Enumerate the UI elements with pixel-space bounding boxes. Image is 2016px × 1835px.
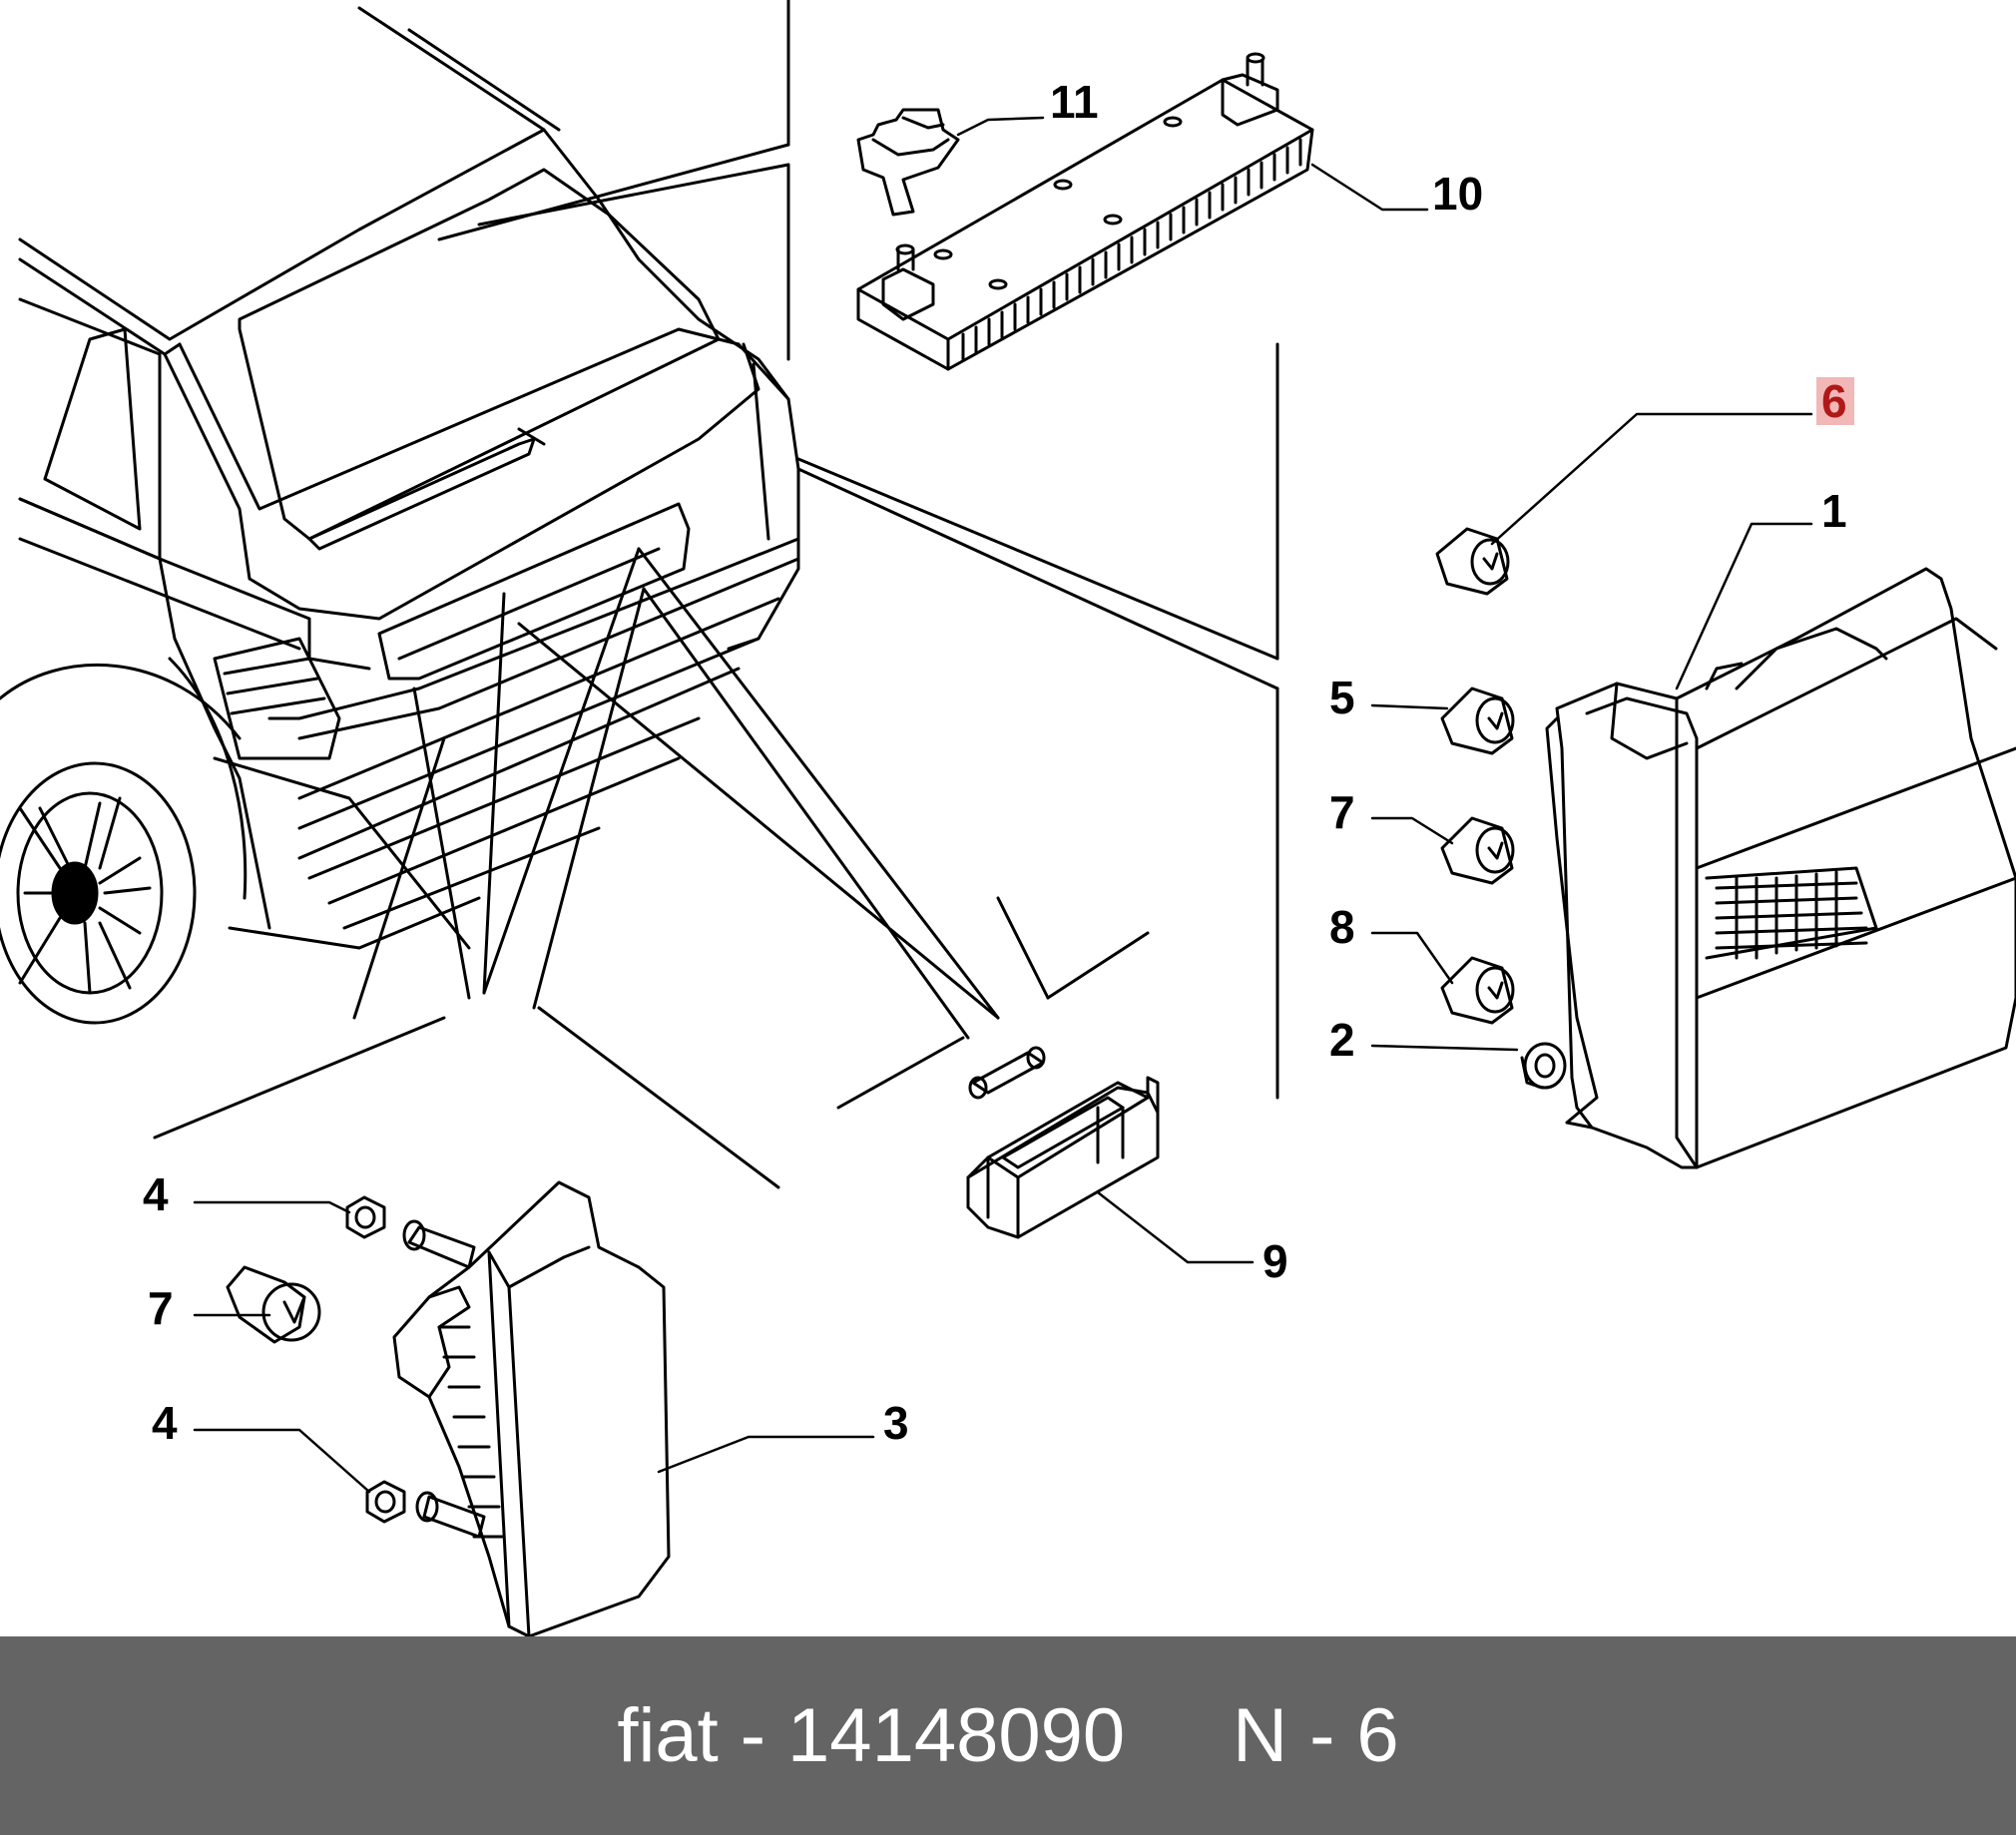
footer-ref-letter: N bbox=[1233, 1693, 1288, 1778]
callout-4-lower: 4 bbox=[152, 1397, 178, 1449]
callout-4-upper: 4 bbox=[143, 1168, 169, 1220]
bulb-part-7-right bbox=[1440, 816, 1515, 885]
footer-part-number: 14148090 bbox=[787, 1693, 1126, 1778]
bulb-part-5 bbox=[1440, 687, 1515, 755]
callout-10: 10 bbox=[1432, 168, 1483, 220]
nut-part-4-lower bbox=[365, 1480, 406, 1524]
callout-7-left: 7 bbox=[148, 1282, 174, 1334]
callout-labels: 11 10 6 1 5 7 8 2 9 4 7 4 3 bbox=[143, 76, 1854, 1449]
footer-separator: - bbox=[740, 1693, 766, 1778]
tail-lamp-part-1 bbox=[1545, 567, 2016, 1169]
festoon-bulb-part-9 bbox=[968, 1046, 1046, 1100]
callout-11: 11 bbox=[1050, 76, 1099, 128]
callout-3: 3 bbox=[883, 1397, 909, 1449]
car-rear-illustration bbox=[0, 6, 800, 1025]
callout-9: 9 bbox=[1262, 1235, 1288, 1287]
callout-8: 8 bbox=[1329, 901, 1355, 953]
footer-ref-number: 6 bbox=[1356, 1693, 1399, 1778]
parts-diagram: 11 10 6 1 5 7 8 2 9 4 7 4 3 bbox=[0, 0, 2016, 1636]
nut-part-4-upper bbox=[345, 1195, 386, 1239]
footer-separator-2: - bbox=[1309, 1693, 1335, 1778]
callout-6-highlight bbox=[1816, 377, 1854, 425]
footer-caption: fiat - 14148090 N - 6 bbox=[617, 1692, 1398, 1779]
license-plate-lamp-part-9 bbox=[966, 1076, 1160, 1239]
callout-7-right: 7 bbox=[1329, 786, 1355, 838]
bulb-part-8 bbox=[1440, 956, 1515, 1025]
exploded-view-drawing: 11 10 6 1 5 7 8 2 9 4 7 4 3 bbox=[0, 0, 2016, 1636]
footer-bar: fiat - 14148090 N - 6 bbox=[0, 1636, 2016, 1835]
rear-lamp-part-3 bbox=[392, 1180, 671, 1636]
reference-lines bbox=[153, 0, 1279, 1189]
leader-lines bbox=[193, 116, 1813, 1494]
bulb-part-7-left bbox=[226, 1265, 321, 1344]
callout-2: 2 bbox=[1329, 1014, 1355, 1066]
callout-1: 1 bbox=[1821, 485, 1847, 537]
callout-6: 6 bbox=[1821, 375, 1847, 427]
grommet-part-2 bbox=[1520, 1042, 1567, 1090]
callout-5: 5 bbox=[1329, 672, 1355, 723]
bulb-part-6 bbox=[1435, 527, 1510, 596]
footer-brand: fiat bbox=[617, 1693, 719, 1778]
clip-part-11 bbox=[856, 108, 960, 217]
third-brake-light-part-10 bbox=[856, 52, 1314, 371]
